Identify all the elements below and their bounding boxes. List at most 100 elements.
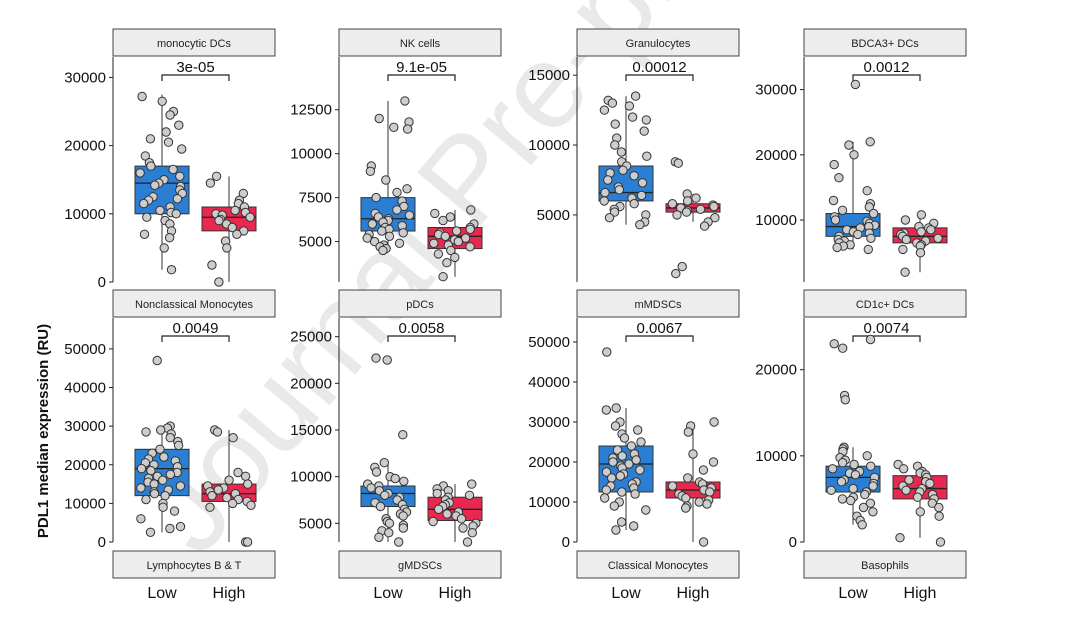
data-point: [222, 492, 232, 503]
data-point: [165, 523, 175, 534]
panel-strip: [576, 28, 740, 57]
pvalue-label: 0.0049: [173, 320, 219, 337]
data-point: [433, 504, 444, 514]
data-point: [381, 175, 391, 185]
data-point: [227, 498, 238, 509]
data-point: [934, 511, 944, 521]
bottom-strip: [112, 550, 276, 579]
data-point: [610, 140, 620, 150]
data-point: [205, 178, 216, 188]
data-point: [440, 231, 450, 242]
data-point: [157, 96, 167, 107]
data-point: [175, 481, 186, 491]
data-point: [141, 494, 151, 505]
data-point: [432, 488, 442, 499]
data-point: [374, 113, 384, 124]
data-point: [611, 403, 621, 413]
data-point: [705, 487, 715, 497]
data-point: [136, 483, 146, 493]
data-point: [152, 355, 162, 366]
data-point: [865, 137, 875, 147]
data-point: [149, 489, 160, 499]
data-point: [830, 215, 841, 225]
data-point: [849, 150, 859, 160]
panel-title: mMDSCs: [634, 299, 682, 311]
data-point: [607, 98, 618, 108]
data-point: [604, 213, 615, 223]
data-point: [240, 471, 251, 481]
data-point: [158, 502, 168, 512]
data-point: [672, 210, 682, 220]
data-point: [371, 353, 381, 363]
data-point: [214, 277, 224, 287]
data-point: [160, 491, 170, 501]
data-point: [158, 475, 168, 485]
data-point: [615, 471, 625, 481]
data-point: [207, 260, 217, 270]
data-point: [683, 473, 693, 483]
data-point: [398, 511, 408, 521]
y-tick-label: 20000: [755, 362, 797, 379]
data-point: [379, 458, 389, 468]
data-point: [635, 465, 645, 475]
bottom-strip: [803, 550, 967, 579]
data-point: [169, 506, 180, 516]
data-point: [175, 171, 185, 182]
data-point: [136, 514, 146, 524]
panel-strip: [803, 289, 967, 318]
data-point: [145, 527, 156, 537]
data-point: [850, 79, 861, 90]
data-point: [698, 465, 709, 475]
data-point: [466, 205, 476, 215]
pvalue-bracket: [161, 74, 230, 81]
y-tick-label: 0: [98, 274, 106, 291]
data-point: [826, 485, 836, 495]
pvalue-label: 0.0058: [399, 320, 445, 337]
data-point: [205, 502, 215, 512]
pvalue-bracket: [387, 74, 456, 81]
data-point: [683, 427, 693, 437]
data-point: [916, 210, 927, 220]
y-tick-label: 0: [562, 534, 570, 551]
panel-strip: [338, 289, 502, 318]
data-point: [934, 502, 944, 513]
panel-strip: [112, 28, 276, 57]
data-point: [456, 514, 467, 524]
panel-5: Nonclassical Monocytes010000200003000040…: [64, 289, 276, 551]
data-point: [139, 229, 150, 240]
data-point: [382, 355, 392, 365]
data-point: [899, 464, 909, 474]
pvalue-label: 0.0074: [864, 320, 910, 337]
data-point: [837, 458, 848, 468]
data-point: [400, 96, 410, 106]
y-tick-label: 50000: [528, 334, 570, 351]
data-point: [681, 493, 691, 503]
pvalue-bracket: [161, 335, 230, 342]
bottom-strip-label: Lymphocytes B & T: [147, 560, 242, 572]
data-point: [636, 437, 646, 447]
x-category-high: High: [439, 585, 472, 602]
y-tick-label: 10000: [528, 137, 570, 154]
data-point: [709, 201, 719, 212]
y-tick-label: 10000: [64, 495, 106, 512]
data-point: [829, 339, 839, 349]
data-point: [601, 405, 611, 415]
y-tick-label: 5000: [537, 207, 570, 224]
data-point: [384, 518, 395, 528]
data-point: [371, 467, 382, 477]
data-point: [136, 463, 147, 474]
data-point: [858, 502, 869, 513]
data-point: [630, 91, 641, 101]
pvalue-label: 0.00012: [632, 59, 686, 76]
data-point: [467, 479, 477, 489]
data-point: [392, 205, 402, 215]
data-point: [865, 334, 876, 345]
y-tick-label: 7500: [299, 190, 332, 207]
data-point: [442, 258, 452, 268]
